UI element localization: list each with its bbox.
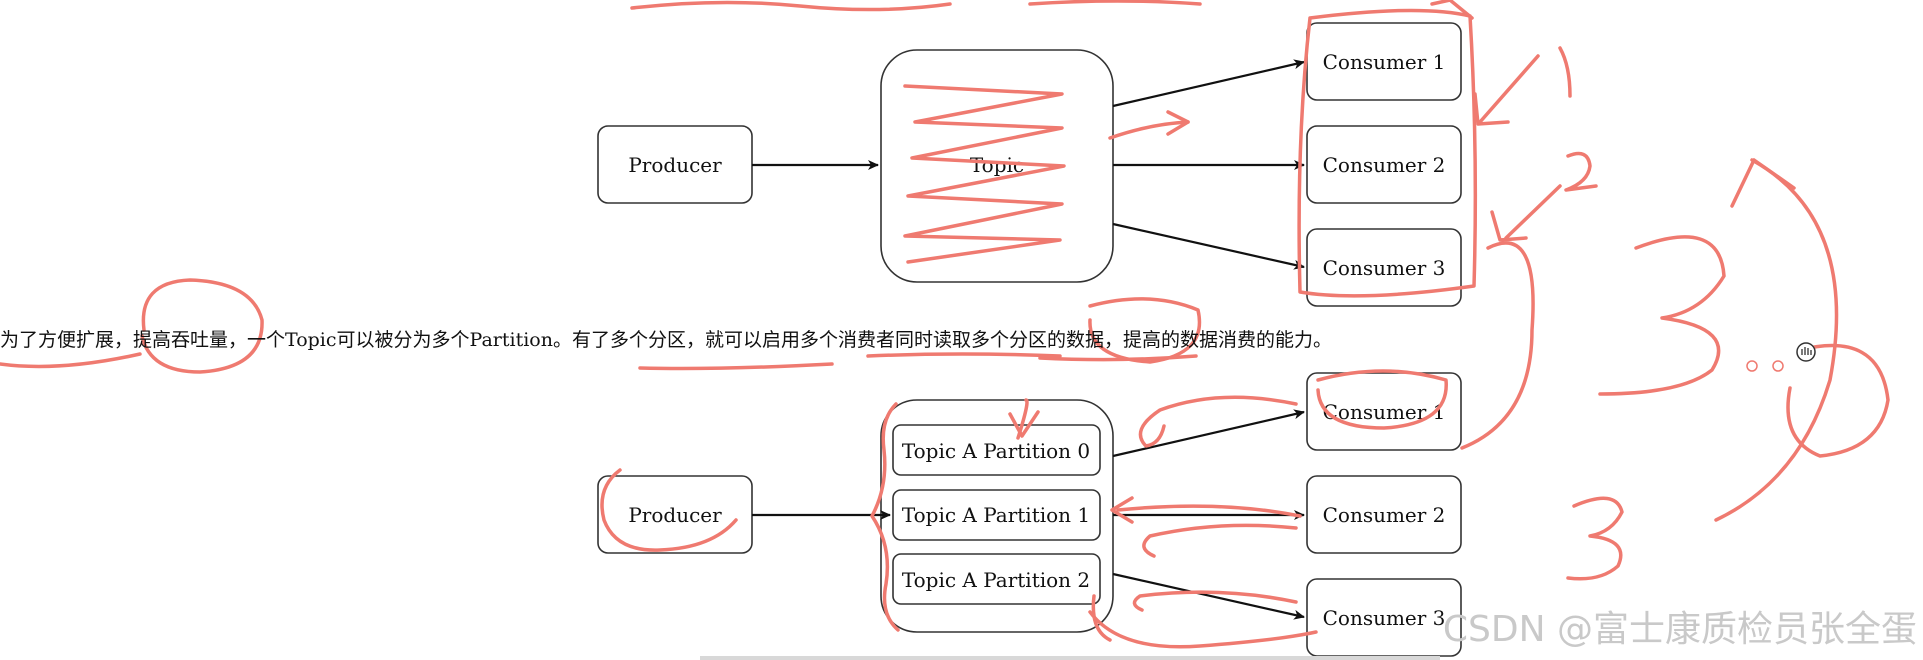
loop-curve-head — [1730, 158, 1796, 208]
bottom-hook — [1091, 594, 1112, 642]
consumer-3-label: Consumer 3 — [1323, 256, 1446, 280]
arrow-to-consumer-3 — [1504, 184, 1562, 240]
arrow-topic-to-consumer-1 — [1112, 59, 1305, 108]
partition-data-circle — [1088, 297, 1202, 364]
partition-data-underline — [1038, 354, 1198, 362]
consumer-2-box — [1306, 125, 1462, 204]
small-three-mark — [1566, 496, 1624, 581]
diagram-topic-broadcast: Producer Topic Consumer 1 Consumer 2 Con… — [597, 22, 1462, 307]
consumer-3-label-2: Consumer 3 — [1323, 606, 1446, 630]
consumer-1-box-2 — [1306, 372, 1462, 451]
handwritten-annotations — [0, 0, 1890, 649]
consumer-1-circle — [1316, 369, 1448, 430]
consumer-underline — [866, 352, 1062, 358]
big-three-mark — [1598, 235, 1726, 396]
loop-curve — [1714, 158, 1839, 522]
digit-one-mark — [1558, 46, 1572, 98]
throughput-circle — [140, 278, 264, 374]
long-curve — [1460, 241, 1535, 450]
partition-2-label: Topic A Partition 2 — [902, 568, 1090, 592]
top-underline-mark — [630, 0, 952, 12]
consumer-bracket-top — [1430, 0, 1474, 20]
csdn-watermark: CSDN @富士康质检员张全蛋 — [1442, 609, 1917, 650]
consumer-2-label: Consumer 2 — [1323, 153, 1446, 177]
hand-cursor-icon — [1796, 342, 1816, 362]
back-arrow-partition-1 — [1116, 504, 1302, 518]
consumer-bracket — [1297, 8, 1478, 298]
curl-to-consumer-1 — [1138, 395, 1298, 448]
top-underline-mark-2 — [1028, 0, 1202, 6]
curl-partition-1 — [1142, 523, 1298, 558]
left-brace-mark — [870, 402, 900, 632]
consumer-2-label-2: Consumer 2 — [1323, 503, 1446, 527]
curl-partition-2 — [1132, 590, 1298, 612]
producer-label-2: Producer — [628, 503, 722, 527]
bottom-scroll-strip — [700, 656, 1440, 660]
topic-scribble — [903, 84, 1066, 264]
arrow-topic-to-consumer-3 — [1112, 222, 1305, 270]
partition-explanation-paragraph: 为了方便扩展，提高吞吐量，一个Topic可以被分为多个Partition。有了多… — [0, 329, 1332, 351]
arrow-partition-0-to-consumer-1 — [1112, 409, 1305, 458]
loop-small — [1786, 343, 1890, 458]
pen-handle-icon — [1746, 360, 1784, 372]
partition-underline — [638, 362, 834, 371]
partition-0-label: Topic A Partition 0 — [902, 439, 1090, 463]
bottom-swoosh — [1088, 610, 1318, 649]
consumer-3-box — [1306, 228, 1462, 307]
partition-1-box — [892, 489, 1101, 541]
arrow-to-consumer-3-head — [1490, 210, 1528, 242]
consumer-2-box-2 — [1306, 475, 1462, 554]
partition-0-arrow-down-head — [1008, 410, 1040, 438]
arrow-partition-2-to-consumer-3 — [1112, 572, 1305, 620]
diagram-topic-partitions: Producer Topic A Partition 0 Topic A Par… — [597, 372, 1462, 657]
arrow-to-consumer-1-head — [1473, 92, 1510, 126]
arrow-mark-right — [1108, 120, 1190, 140]
partition-2-box — [892, 553, 1101, 605]
throughput-underline — [0, 352, 142, 369]
partition-0-box — [892, 424, 1101, 476]
back-arrow-partition-1-head — [1110, 496, 1134, 524]
producer-circle-mark — [600, 468, 738, 552]
arrow-to-consumer-1 — [1478, 54, 1540, 124]
consumer-1-label: Consumer 1 — [1323, 50, 1446, 74]
partition-1-label: Topic A Partition 1 — [902, 503, 1090, 527]
producer-label: Producer — [628, 153, 722, 177]
arrow-mark-right-head — [1166, 110, 1190, 136]
digit-two-mark — [1564, 151, 1598, 192]
